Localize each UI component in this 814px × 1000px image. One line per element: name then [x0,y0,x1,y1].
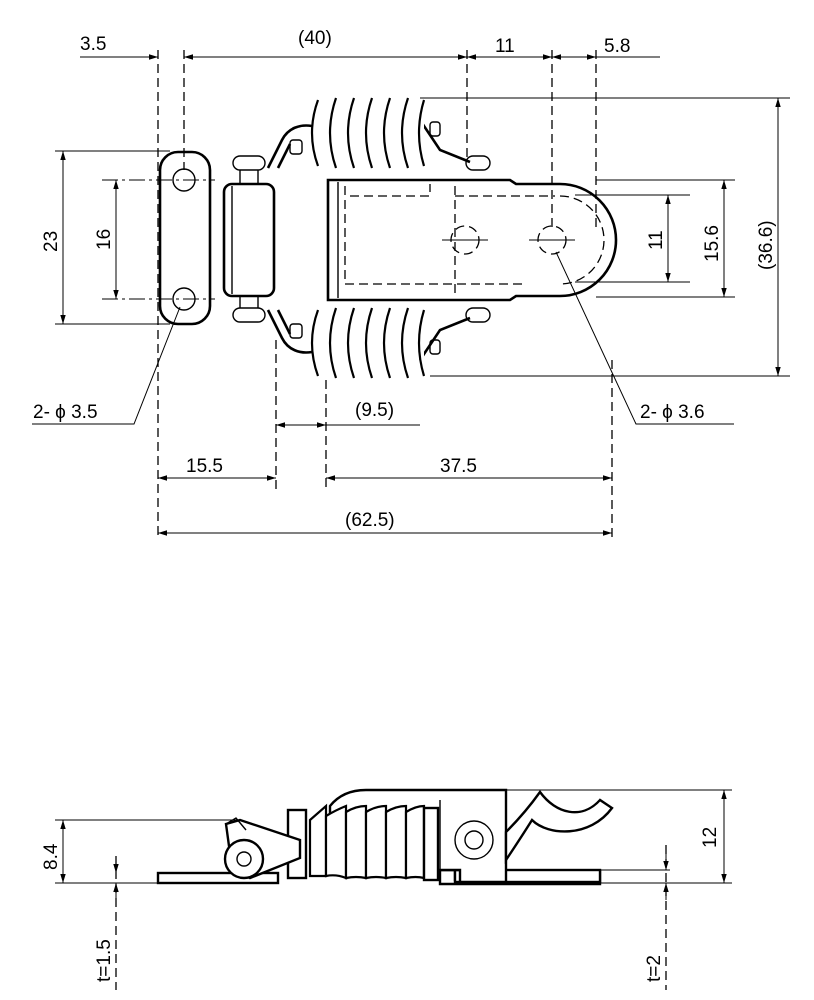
dim-11-right: 11 [646,230,667,250]
dim-36-6: (36.6) [756,220,777,270]
dim-t-2: t=2 [644,955,665,982]
side-lever [504,789,614,864]
side-dimension-lines [60,790,727,900]
hole-callout-left: 2- ϕ 3.5 [33,402,98,423]
dim-23: 23 [41,231,62,252]
dim-8-4: 8.4 [41,843,62,870]
dim-9-5: (9.5) [355,400,394,421]
dim-62-5: (62.5) [345,510,395,531]
lower-spring [289,307,441,379]
dim-15-5: 15.5 [186,456,223,477]
side-hinge-link [223,817,302,880]
dim-t-1-5: t=1.5 [94,939,115,982]
side-spring [286,803,440,882]
dimension-lines [32,54,781,536]
hole-callout-right: 2- ϕ 3.6 [640,402,705,423]
dim-15-6: 15.6 [702,225,723,262]
hook-body [326,178,618,302]
top-view: 3.5 (40) 11 5.8 23 16 11 15.6 (36.6) (9.… [32,28,790,540]
extension-lines [55,50,790,540]
side-dimension-labels: 8.4 12 t=1.5 t=2 [41,827,721,982]
upper-spring [289,97,441,169]
side-extension-lines [55,789,732,990]
dimension-labels: 3.5 (40) 11 5.8 23 16 11 15.6 (36.6) (9.… [33,28,777,531]
dim-3-5: 3.5 [80,34,106,55]
hinge-pin [222,155,276,323]
dim-11-top: 11 [495,36,515,57]
dim-5-8: 5.8 [604,36,630,57]
dim-37-5: 37.5 [440,456,477,477]
dim-16: 16 [94,229,115,250]
dim-12: 12 [700,827,721,848]
dim-40: (40) [298,28,332,49]
side-view: 8.4 12 t=1.5 t=2 [41,788,732,990]
wire-bail [266,119,491,361]
